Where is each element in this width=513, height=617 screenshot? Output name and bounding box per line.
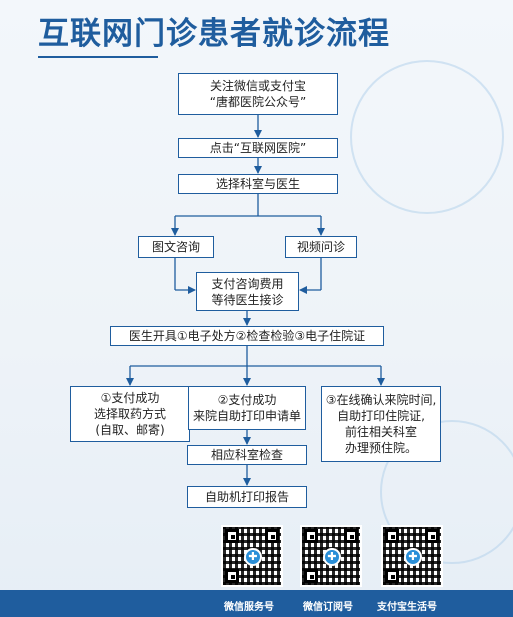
branch1-line2: 选择取药方式 bbox=[93, 407, 166, 421]
qr-code-icon: ✚ bbox=[300, 525, 362, 587]
step-follow-account: 关注微信或支付宝 “唐都医院公众号” bbox=[178, 73, 338, 115]
branch3-line1: ③在线确认来院时间, bbox=[325, 393, 437, 407]
branch1-line3: (自取、邮寄) bbox=[95, 423, 165, 437]
step-doctor-prescribes: 医生开具①电子处方②检查检验③电子住院证 bbox=[110, 326, 384, 346]
qr-label-alipay-life: 支付宝生活号 bbox=[377, 602, 437, 613]
step-branch-admission: ③在线确认来院时间, 自助打印住院证, 前往相关科室 办理预住院。 bbox=[321, 386, 441, 462]
step-select-label: 选择科室与医生 bbox=[215, 177, 300, 191]
branch3-line4: 办理预住院。 bbox=[344, 441, 417, 455]
branch2-line2: 来院自助打印申请单 bbox=[192, 409, 301, 423]
decorative-ring bbox=[350, 60, 504, 214]
step-pay-line2: 等待医生接诊 bbox=[211, 292, 284, 307]
title-underline bbox=[38, 56, 158, 58]
step-text-consult: 图文咨询 bbox=[138, 236, 214, 258]
page-title: 互联网门诊患者就诊流程 bbox=[38, 16, 390, 52]
branch2-line1: ②支付成功 bbox=[217, 393, 277, 407]
step-select-department: 选择科室与医生 bbox=[178, 174, 338, 194]
step-text-consult-label: 图文咨询 bbox=[151, 240, 200, 254]
branch3-line3: 前往相关科室 bbox=[344, 425, 417, 439]
step-pay-line1: 支付咨询费用 bbox=[211, 276, 284, 291]
qr-code-icon: ✚ bbox=[381, 525, 443, 587]
step-exam-label: 相应科室检查 bbox=[210, 448, 283, 462]
step-prescribe-label: 医生开具①电子处方②检查检验③电子住院证 bbox=[128, 329, 366, 343]
step-pay-consult-fee: 支付咨询费用 等待医生接诊 bbox=[196, 272, 299, 311]
qr-label-wechat-service: 微信服务号 bbox=[224, 602, 274, 613]
step-click-label: 点击“互联网医院” bbox=[209, 141, 307, 155]
step-video-consult-label: 视频问诊 bbox=[296, 240, 345, 254]
step-branch-print-request: ②支付成功 来院自助打印申请单 bbox=[188, 386, 306, 430]
step-video-consult: 视频问诊 bbox=[285, 236, 357, 258]
step-department-exam: 相应科室检查 bbox=[187, 445, 307, 465]
step-branch-pickup-medicine: ①支付成功 选择取药方式 (自取、邮寄) bbox=[70, 386, 190, 442]
step-follow-line2: “唐都医院公众号” bbox=[209, 95, 307, 109]
step-click-internet-hospital: 点击“互联网医院” bbox=[178, 138, 338, 158]
step-print-report: 自助机打印报告 bbox=[187, 486, 307, 508]
branch1-line1: ①支付成功 bbox=[100, 391, 160, 405]
step-follow-line1: 关注微信或支付宝 bbox=[209, 79, 306, 93]
decorative-ring bbox=[380, 420, 513, 564]
qr-label-wechat-subscription: 微信订阅号 bbox=[303, 602, 353, 613]
branch3-line2: 自助打印住院证, bbox=[337, 409, 425, 423]
step-report-label: 自助机打印报告 bbox=[204, 490, 289, 504]
footer-bar bbox=[0, 590, 513, 617]
qr-code-icon: ✚ bbox=[221, 525, 283, 587]
